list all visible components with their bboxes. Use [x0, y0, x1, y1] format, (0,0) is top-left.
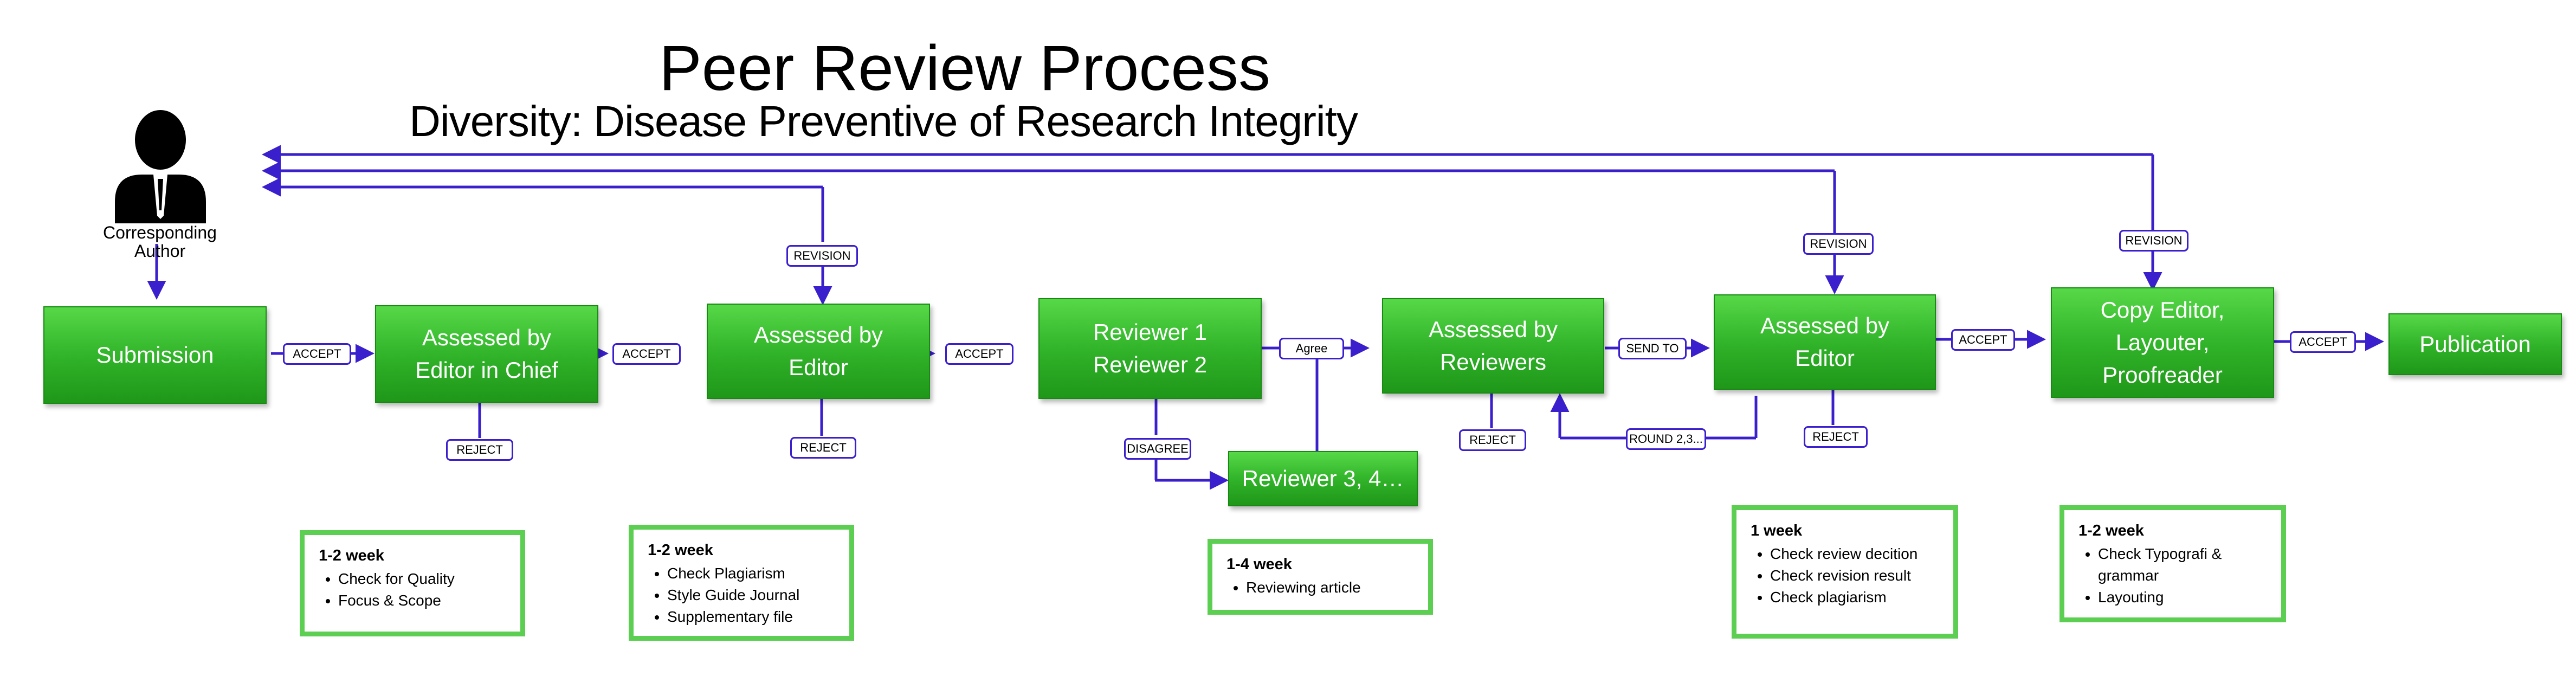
- note-item: Reviewing article: [1246, 577, 1414, 598]
- reject-label: REJECT: [790, 437, 856, 459]
- publication-box: Publication: [2388, 313, 2562, 375]
- submission-box: Submission: [43, 306, 267, 404]
- note-item: Layouting: [2098, 587, 2267, 608]
- reject-label: REJECT: [1459, 429, 1526, 451]
- revision-label: REVISION: [1803, 233, 1874, 255]
- note-editor-in-chief: 1-2 week Check for Quality Focus & Scope: [300, 530, 525, 636]
- accept-label: ACCEPT: [612, 343, 681, 365]
- revision-label: REVISION: [2119, 230, 2188, 252]
- editor-in-chief-box: Assessed by Editor in Chief: [375, 305, 598, 403]
- agree-label: Agree: [1279, 338, 1344, 359]
- note-editor-final: 1 week Check review decition Check revis…: [1732, 505, 1958, 639]
- note-duration: 1 week: [1751, 522, 1803, 539]
- reviewers-box: Assessed by Reviewers: [1382, 298, 1604, 394]
- person-icon: [115, 110, 206, 223]
- note-item: Style Guide Journal: [667, 584, 835, 606]
- note-duration: 1-2 week: [2078, 522, 2144, 539]
- copy-editor-box: Copy Editor, Layouter, Proofreader: [2051, 287, 2274, 398]
- note-duration: 1-2 week: [319, 547, 384, 564]
- disagree-label: DISAGREE: [1124, 438, 1191, 460]
- revision-label: REVISION: [786, 245, 858, 267]
- note-item: Check plagiarism: [1770, 587, 1939, 608]
- round-label: ROUND 2,3...: [1626, 428, 1706, 450]
- note-item: Supplementary file: [667, 606, 835, 628]
- reject-label: REJECT: [446, 439, 513, 461]
- page-title: Peer Review Process: [659, 33, 1270, 104]
- note-item: Focus & Scope: [338, 590, 506, 611]
- note-copy-editor: 1-2 week Check Typografi & grammar Layou…: [2059, 505, 2286, 622]
- note-editor: 1-2 week Check Plagiarism Style Guide Jo…: [629, 525, 854, 641]
- editor-final-box: Assessed by Editor: [1714, 294, 1936, 390]
- send-to-label: SEND TO: [1618, 338, 1687, 359]
- note-item: Check revision result: [1770, 565, 1939, 587]
- accept-label: ACCEPT: [1951, 329, 2015, 351]
- note-item: Check review decition: [1770, 543, 1939, 565]
- accept-label: ACCEPT: [945, 343, 1013, 365]
- note-duration: 1-2 week: [648, 542, 713, 559]
- page-subtitle: Diversity: Disease Preventive of Researc…: [409, 97, 1358, 145]
- note-reviewers: 1-4 week Reviewing article: [1208, 539, 1433, 615]
- reviewer-1-2-box: Reviewer 1 Reviewer 2: [1038, 298, 1262, 399]
- reject-label: REJECT: [1804, 426, 1868, 448]
- note-item: Check for Quality: [338, 568, 506, 590]
- note-duration: 1-4 week: [1226, 556, 1292, 573]
- accept-label: ACCEPT: [2290, 331, 2356, 353]
- reviewer-3-4-box: Reviewer 3, 4…: [1228, 451, 1418, 506]
- accept-label: ACCEPT: [283, 343, 351, 365]
- note-item: Check Typografi & grammar: [2098, 543, 2267, 587]
- note-item: Check Plagiarism: [667, 563, 835, 584]
- corresponding-author-label: Corresponding Author: [103, 223, 217, 261]
- editor-box: Assessed by Editor: [707, 304, 930, 399]
